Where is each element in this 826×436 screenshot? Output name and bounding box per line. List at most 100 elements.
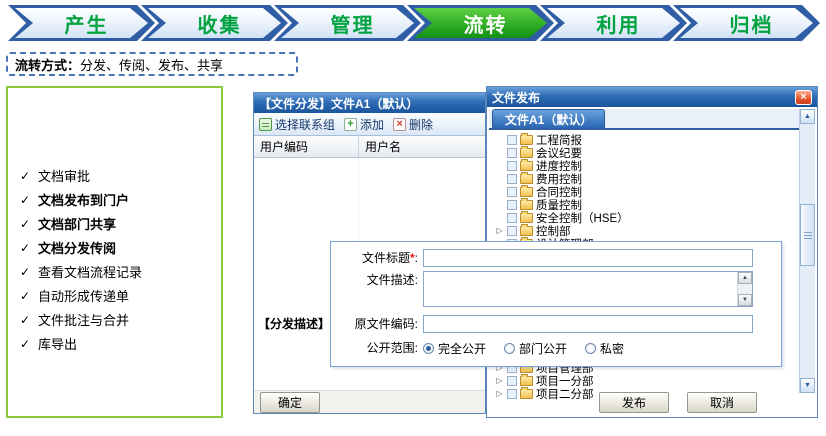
feature-text: 查看文档流程记录	[38, 265, 143, 280]
delete-user-button[interactable]: × 删除	[393, 116, 433, 133]
checkbox[interactable]	[507, 134, 517, 145]
close-icon[interactable]: ×	[795, 89, 812, 105]
chevron-fill	[547, 8, 680, 38]
checkbox[interactable]	[507, 173, 517, 184]
tab-file-a1[interactable]: 文件A1（默认）	[492, 109, 606, 128]
tree-item[interactable]: 安全控制（HSE）	[495, 211, 797, 225]
file-title-row: 文件标题*:	[339, 249, 771, 267]
feature-item: ✓文件批注与合并	[20, 310, 217, 329]
tree-item[interactable]: ▷项目一分部	[495, 374, 797, 388]
tree-item[interactable]: 质量控制	[495, 198, 797, 212]
tree-item[interactable]: 工程简报	[495, 133, 797, 147]
required-mark: *	[409, 251, 415, 265]
radio-option-private[interactable]: 私密	[585, 340, 624, 357]
scroll-down-icon[interactable]: ▼	[738, 294, 752, 306]
expander-icon[interactable]: ▷	[496, 389, 503, 398]
tree-item-label: 进度控制	[536, 160, 582, 173]
column-user-name[interactable]: 用户名	[365, 140, 402, 154]
chevron-fill	[148, 8, 281, 38]
user-table-header: 用户编码 用户名	[254, 136, 485, 158]
expander-icon[interactable]: ▷	[496, 226, 503, 235]
folder-icon	[520, 133, 533, 145]
file-description-textarea[interactable]: ▲ ▼	[423, 271, 753, 307]
original-code-label: 原文件编码:	[354, 317, 418, 331]
publish-form: 文件标题*: 文件描述: ▲ ▼ 原文件编码: 公开范围: 完全公开 部门公开 …	[330, 241, 782, 367]
contact-group-icon	[259, 117, 272, 131]
scroll-up-icon[interactable]: ▲	[800, 109, 815, 124]
original-code-row: 原文件编码:	[339, 315, 771, 333]
check-icon: ✓	[20, 336, 31, 351]
radio-label: 私密	[600, 341, 625, 356]
chevron-fill	[15, 8, 148, 38]
tree-item[interactable]: ▷控制部	[495, 224, 797, 238]
feature-text: 自动形成传递单	[38, 289, 130, 304]
ok-button[interactable]: 确定	[260, 391, 320, 413]
radio-option-department[interactable]: 部门公开	[504, 340, 567, 357]
radio-icon[interactable]	[504, 342, 516, 354]
column-user-code[interactable]: 用户编码	[254, 136, 359, 157]
checkbox[interactable]	[507, 186, 517, 197]
scope-row: 公开范围: 完全公开 部门公开 私密	[339, 339, 771, 357]
publish-panel-title: 文件发布	[492, 90, 541, 105]
add-user-button[interactable]: + 添加	[344, 116, 384, 133]
feature-item: ✓文档部门共享	[20, 214, 217, 233]
tree-item-label: 费用控制	[536, 173, 582, 186]
tree-item-label: 项目二分部	[536, 388, 594, 401]
folder-icon	[520, 172, 533, 184]
radio-icon[interactable]	[585, 342, 597, 354]
scope-radio-group: 完全公开 部门公开 私密	[423, 340, 624, 357]
checkbox[interactable]	[507, 160, 517, 171]
checkbox[interactable]	[507, 225, 517, 236]
expander-icon[interactable]: ▷	[496, 376, 503, 385]
publish-panel-header: 文件发布 ×	[487, 87, 817, 107]
flow-step-label: 利用	[596, 14, 641, 37]
feature-item: ✓文档审批	[20, 166, 217, 185]
original-code-input[interactable]	[423, 315, 753, 333]
feature-text: 文档分发传阅	[38, 241, 117, 256]
distribute-description-label: 【分发描述】	[258, 317, 331, 331]
checkbox[interactable]	[507, 388, 517, 399]
tree-item[interactable]: 合同控制	[495, 185, 797, 199]
flow-step-5: 利用	[540, 5, 687, 41]
folder-icon	[520, 374, 533, 386]
expander-icon[interactable]: ▷	[496, 363, 503, 372]
file-title-input[interactable]	[423, 249, 753, 267]
select-contact-group-button[interactable]: 选择联系组	[259, 116, 335, 133]
file-title-label: 文件标题*:	[361, 251, 418, 265]
checkbox[interactable]	[507, 147, 517, 158]
feature-item: ✓自动形成传递单	[20, 286, 217, 305]
checkbox[interactable]	[507, 212, 517, 223]
tree-item[interactable]: 会议纪要	[495, 146, 797, 160]
add-user-label: 添加	[360, 117, 385, 132]
textarea-scrollbar[interactable]: ▲ ▼	[737, 272, 752, 306]
scroll-down-icon[interactable]: ▼	[800, 378, 815, 393]
note-text: 分发、传阅、发布、共享	[80, 57, 224, 73]
feature-text: 库导出	[38, 337, 78, 352]
feature-item: ✓文档分发传阅	[20, 238, 217, 257]
radio-icon[interactable]	[423, 342, 434, 354]
checkbox[interactable]	[507, 199, 517, 210]
flow-step-label: 流转	[463, 14, 508, 37]
cancel-button[interactable]: 取消	[687, 392, 757, 413]
flow-step-label: 产生	[64, 14, 109, 37]
tree-item[interactable]: 进度控制	[495, 159, 797, 173]
tree-item[interactable]: 费用控制	[495, 172, 797, 186]
select-contact-group-label: 选择联系组	[275, 117, 336, 132]
check-icon: ✓	[20, 312, 31, 327]
folder-icon	[520, 387, 533, 399]
feature-text: 文档部门共享	[38, 217, 117, 232]
flow-step-2: 收集	[141, 5, 288, 41]
scrollbar-thumb[interactable]	[800, 204, 815, 266]
tree-item-label: 会议纪要	[536, 147, 582, 160]
category-tree: 工程简报 会议纪要 进度控制 费用控制 合同控制 质量控制 安全控制（HSE） …	[495, 133, 797, 251]
file-description-row: 文件描述: ▲ ▼	[339, 271, 771, 307]
tree-item[interactable]: ▷ 项目二分部	[495, 387, 797, 401]
tree-scrollbar[interactable]: ▲ ▼	[799, 109, 815, 393]
radio-option-public[interactable]: 完全公开	[423, 340, 486, 357]
scroll-up-icon[interactable]: ▲	[738, 272, 752, 284]
publish-button[interactable]: 发布	[599, 392, 669, 413]
flow-step-label: 收集	[197, 14, 242, 37]
checkbox[interactable]	[507, 375, 517, 386]
file-description-label: 文件描述:	[366, 273, 418, 287]
